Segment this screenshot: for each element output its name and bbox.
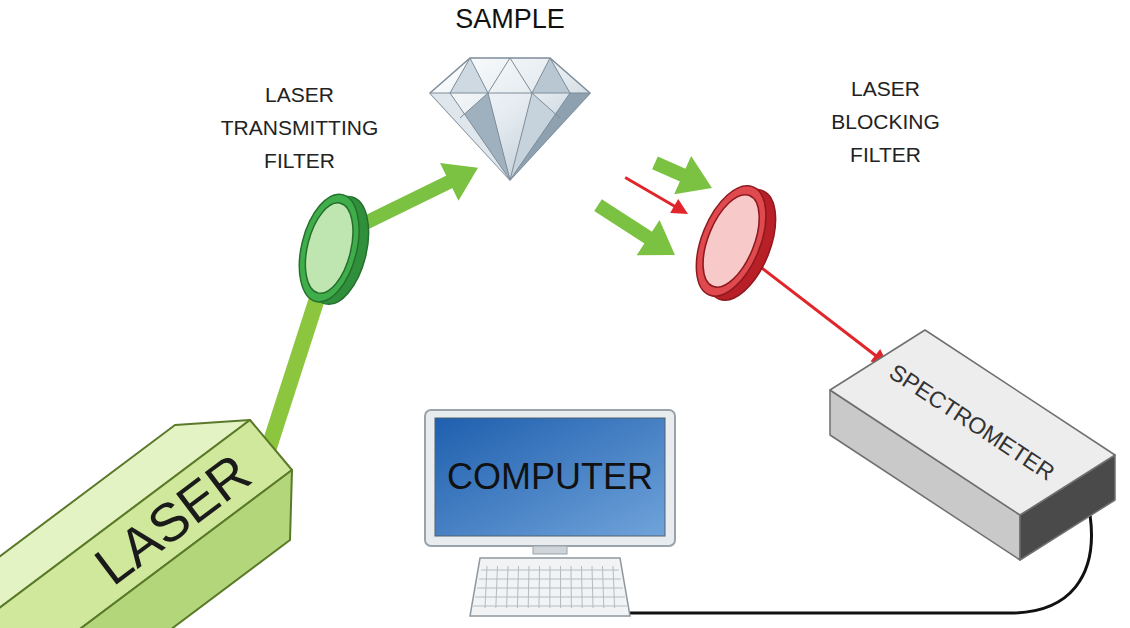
node-label: LASER BLOCKING FILTER [798,72,973,171]
spectrometer-box [830,330,1120,565]
drawn-line [532,93,560,118]
blocking-filter: LASER BLOCKING FILTER [690,180,780,305]
node-label: LASER TRANSMITTING FILTER [212,78,387,177]
light-arrow [625,178,688,214]
laser-source: LASER [0,420,295,628]
drawn-ellipse [692,187,771,295]
drawn-g [682,176,789,310]
drawn-line [539,566,541,608]
drawn-rect [425,410,675,546]
arrow-shaft [745,255,877,356]
drawn-polyline [450,58,570,93]
filter-disk [690,180,780,305]
drawn-polygon [430,93,510,180]
drawn-line [592,566,593,608]
transmitting-filter: LASER TRANSMITTING FILTER [293,190,373,308]
drawn-line [549,566,550,608]
spectrometer: SPECTROMETER [830,330,1120,565]
drawn-line [613,566,615,608]
arrow-head [670,199,688,214]
diamond-illustration [430,58,590,180]
arrow-shaft [598,205,650,239]
node-label: SAMPLE [410,4,610,35]
label-run: COMPUTER [447,456,653,498]
arrow-shaft [625,178,676,207]
arrow-shaft [655,163,685,176]
drawn-line [510,93,532,180]
drawn-polygon [830,330,1115,515]
light-arrow [355,163,478,228]
light-arrow [655,156,712,194]
drawn-line [430,93,590,94]
drawn-polygon [532,58,570,93]
drawn-g [289,188,379,311]
arrow-shaft [355,181,451,228]
drawn-g [473,566,627,608]
drawn-g [0,420,292,628]
drawn-g [830,330,1115,560]
arrow-head [637,220,675,255]
computer: COMPUTER [425,410,675,626]
drawn-line [510,93,570,180]
drawn-ellipse [297,198,361,298]
drawn-line [603,566,604,608]
arrow-head [674,156,712,194]
drawn-ellipse [289,188,369,308]
drawn-line [517,566,518,608]
drawn-line [450,93,510,180]
light-arrow [598,205,675,255]
drawn-line [496,566,498,608]
drawn-line [507,566,508,608]
sample-diamond: SAMPLE [430,58,590,180]
drawn-polygon [510,93,590,180]
drawn-polygon [430,58,590,180]
drawn-rect [533,546,567,554]
drawn-rect [435,418,665,536]
drawn-line [528,566,530,608]
arrow-head [440,163,478,201]
drawn-line [571,566,572,608]
drawn-polygon [460,93,510,180]
drawn-line [460,93,488,118]
drawn-polygon [510,93,560,180]
drawn-g [430,58,590,180]
drawn-polygon [450,58,488,93]
drawn-polygon [470,558,630,616]
computer-illustration [425,410,675,626]
light-arrow [745,255,888,365]
drawn-line [581,566,583,608]
node-label: COMPUTER [435,418,665,536]
filter-disk [293,190,373,308]
drawn-line [560,566,561,608]
drawn-ellipse [682,176,780,306]
drawn-line [485,566,487,608]
drawn-line [488,93,510,180]
